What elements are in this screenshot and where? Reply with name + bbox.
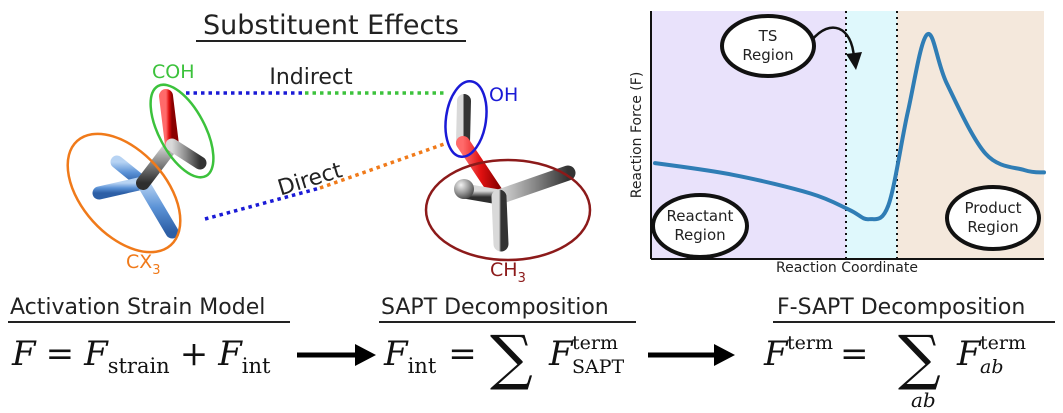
atom-h: [454, 179, 474, 199]
fsapt-header: F-SAPT Decomposition: [777, 295, 1025, 320]
sapt-term-sup: term: [572, 332, 618, 354]
arrow-asm-to-sapt: [297, 344, 376, 366]
reactant-region-label-1: Reactant: [667, 207, 734, 225]
interaction-lines: Indirect Direct: [186, 65, 448, 221]
figure-title: Substituent Effects: [203, 10, 459, 41]
product-region-bubble: [945, 185, 1041, 251]
bond-oh: [456, 94, 471, 150]
fsapt-eq: =: [840, 334, 869, 374]
coh-ring: [149, 83, 215, 179]
reaction-force-curve: [653, 32, 1046, 222]
ts-region-label-2: Region: [742, 46, 793, 64]
fsapt-sum-sub: ab: [911, 388, 936, 412]
arrow-2-head: [714, 344, 735, 366]
ts-pointer-arrow: [811, 26, 856, 59]
asm-block: Activation Strain Model F=Fstrain+Fint: [8, 295, 290, 378]
fsapt-term-sub: ab: [980, 356, 1004, 378]
arrow-sapt-to-fsapt: [648, 344, 735, 366]
ts-region-label-1: TS: [758, 27, 778, 45]
fsapt-block: F-SAPT Decomposition F term = ∑ ab F ter…: [763, 295, 1055, 412]
cx3-ring: [66, 132, 182, 254]
molecule-left: COH CX3: [66, 61, 215, 278]
sapt-block: SAPT Decomposition Fint= ∑ F term SAPT: [379, 295, 636, 393]
direct-label: Direct: [275, 158, 346, 201]
fsapt-lhs-sup: term: [787, 332, 833, 354]
direct-line-blue: [204, 186, 321, 221]
sapt-header: SAPT Decomposition: [381, 295, 609, 320]
oh-ring: [444, 80, 488, 158]
cx3-label: CX3: [126, 251, 161, 278]
ch3-label: CH3: [490, 259, 526, 286]
ch3-ring: [424, 158, 592, 262]
molecule-right: OH CH3: [424, 80, 592, 286]
y-axis-label: Reaction Force (F): [629, 72, 645, 199]
x-axis-label: Reaction Coordinate: [776, 260, 918, 276]
bond-co: [159, 89, 179, 152]
sapt-sum-symbol: ∑: [490, 323, 533, 393]
reaction-force-chart: Reaction Coordinate Reaction Force (F) T…: [629, 11, 1046, 276]
fsapt-term-f: F: [956, 334, 982, 374]
bond-ch: [165, 138, 207, 170]
asm-header: Activation Strain Model: [10, 295, 265, 320]
sapt-term-f: F: [548, 334, 574, 374]
coh-label: COH: [152, 61, 195, 83]
fsapt-sum-symbol: ∑: [898, 323, 941, 393]
reactant-region-bubble: [651, 193, 749, 259]
sapt-term-sub: SAPT: [572, 356, 625, 378]
bond-ro: [456, 136, 506, 204]
sapt-lhs: Fint=: [383, 334, 477, 378]
arrow-1-head: [355, 344, 376, 366]
oh-label: OH: [489, 84, 518, 106]
fsapt-term-sup: term: [980, 332, 1026, 354]
bond-ch-c: [491, 189, 509, 252]
reactant-region-label-2: Region: [674, 226, 725, 244]
bond-x2: [92, 176, 150, 200]
fsapt-lhs-f: F: [763, 334, 789, 374]
product-region-label-1: Product: [965, 199, 1022, 217]
ts-region-bubble: [720, 14, 816, 78]
bond-ch-a: [491, 165, 576, 205]
indirect-label: Indirect: [269, 65, 353, 90]
ts-arrow-head: [846, 52, 862, 70]
asm-equation: F=Fstrain+Fint: [11, 334, 271, 378]
bond-x3: [136, 176, 179, 239]
product-region-label-2: Region: [967, 218, 1018, 236]
